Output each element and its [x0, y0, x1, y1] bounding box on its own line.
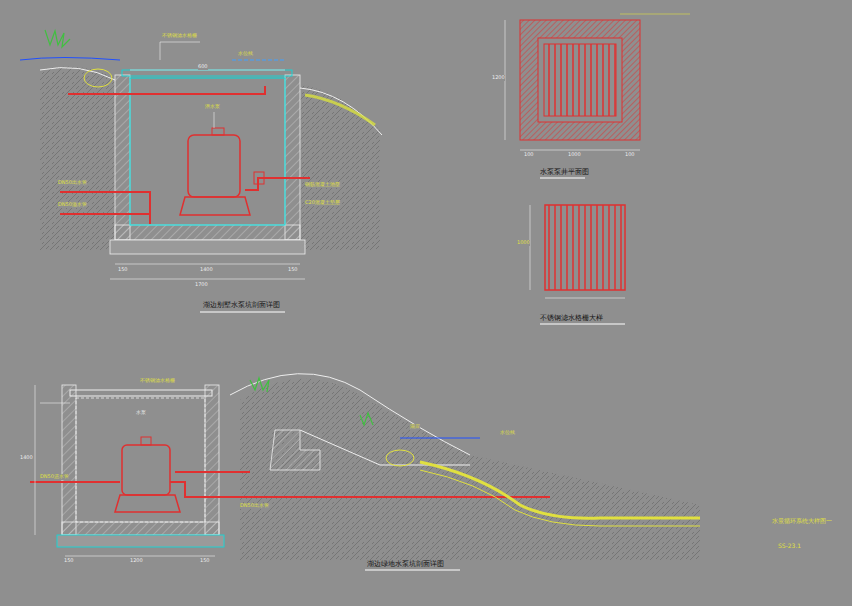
callout: C20混凝土垫层 [305, 200, 340, 206]
drawing-title: 湖边绿地水泵坑剖面详图 [367, 561, 444, 569]
callout: DN50进水管 [40, 474, 69, 480]
callout: 潜水泵 [205, 104, 220, 110]
callout: 水位线 [238, 51, 253, 57]
dimension: 1000 [517, 240, 530, 246]
callout: 湖岸 [410, 424, 420, 430]
callout: 不锈钢滤水格栅 [162, 33, 197, 39]
sheet-title: 水景循环系统大样图一 [772, 518, 832, 525]
dimension: 600 [198, 64, 208, 70]
dimension: 1200 [130, 558, 143, 564]
callout: DN50出水管 [58, 180, 87, 186]
dimension: 150 [118, 267, 128, 273]
callout: 钢筋混凝土池壁 [305, 182, 340, 188]
callout: DN50溢水管 [58, 202, 87, 208]
dimension: 100 [524, 152, 534, 158]
dimension: 150 [200, 558, 210, 564]
callout: DN50出水管 [240, 503, 269, 509]
dimension: 1400 [20, 455, 33, 461]
dimension: 100 [625, 152, 635, 158]
callout: 水位线 [500, 430, 515, 436]
dimension: 1700 [195, 282, 208, 288]
drawing-title: 不锈钢滤水格栅大样 [540, 315, 603, 323]
dimension: 150 [288, 267, 298, 273]
dimension: 1400 [200, 267, 213, 273]
dimension: 1000 [568, 152, 581, 158]
sheet-number: SS-23.1 [778, 543, 801, 550]
drawing-title: 湖边别墅水泵坑剖面详图 [203, 302, 280, 310]
callout: 不锈钢滤水格栅 [140, 378, 175, 384]
callout: 水泵 [136, 410, 146, 416]
drawing-title: 水泵泵井平面图 [540, 169, 589, 177]
dimension: 1200 [492, 75, 505, 81]
dimension: 150 [64, 558, 74, 564]
